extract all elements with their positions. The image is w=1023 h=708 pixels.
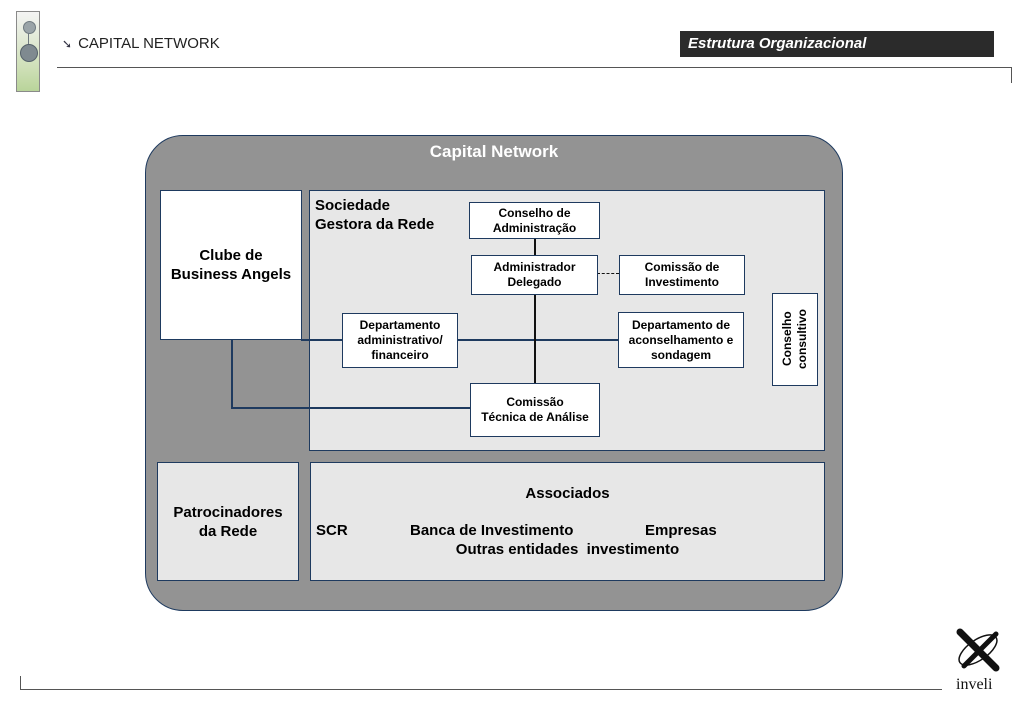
comissao-tecnica-box: Comissão Técnica de Análise (470, 383, 600, 437)
associado-empresas: Empresas (645, 522, 717, 539)
inveli-logo-text: inveli (956, 676, 993, 693)
inveli-logo-icon (952, 628, 1002, 672)
brand-title: ➘ CAPITAL NETWORK (62, 35, 220, 52)
conselho-consultivo-box: Conselho consultivo (772, 293, 818, 386)
connector-departments (301, 339, 619, 341)
connector-conselho-admin (534, 238, 536, 256)
connector-clube-down (231, 339, 233, 409)
clube-business-angels-box: Clube de Business Angels (160, 190, 302, 340)
footer-rule (20, 689, 942, 690)
logo-connector (28, 33, 29, 45)
associados-panel (310, 462, 825, 581)
associado-scr: SCR (316, 522, 348, 539)
header-rule (57, 67, 1011, 68)
connector-admin-comissao (534, 294, 536, 384)
conselho-consultivo-label: Conselho consultivo (780, 309, 809, 370)
comissao-investimento-box: Comissão de Investimento (619, 255, 745, 295)
brand-label: CAPITAL NETWORK (78, 35, 220, 52)
arrow-down-right-icon: ➘ (62, 36, 73, 51)
departamento-aconselhamento-box: Departamento de aconselhamento e sondage… (618, 312, 744, 368)
footer-rule-tick (20, 676, 21, 690)
connector-dashed-comissao-invest (597, 273, 619, 274)
administrador-delegado-box: Administrador Delegado (471, 255, 598, 295)
conselho-administracao-box: Conselho de Administração (469, 202, 600, 239)
associado-banca: Banca de Investimento (410, 522, 574, 539)
capital-network-title: Capital Network (429, 142, 559, 161)
header-logo-strip (16, 11, 40, 92)
departamento-administrativo-box: Departamento administrativo/ financeiro (342, 313, 458, 368)
section-title: Estrutura Organizacional (680, 31, 994, 57)
header-rule-tick (1011, 67, 1012, 83)
associados-title: Associados (525, 485, 610, 502)
connector-clube-comissao (231, 407, 471, 409)
patrocinadores-box: Patrocinadores da Rede (157, 462, 299, 581)
associado-outras: Outras entidades investimento (455, 541, 680, 558)
logo-small-circle-icon (23, 21, 36, 34)
sociedade-label: Sociedade Gestora da Rede (315, 197, 435, 233)
logo-large-circle-icon (20, 44, 38, 62)
